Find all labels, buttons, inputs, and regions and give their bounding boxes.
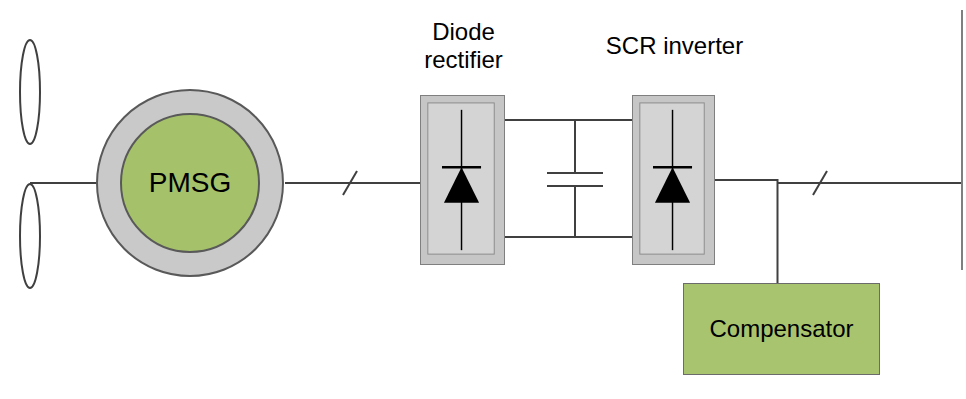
- connector-wire: [285, 182, 420, 184]
- generator-circle: PMSG: [95, 88, 285, 278]
- node-label: Compensator: [709, 315, 853, 343]
- connector-wire: [715, 180, 778, 283]
- switch-symbol: [421, 96, 504, 264]
- compensator-box: Compensator: [683, 283, 880, 375]
- grid-line: [778, 182, 963, 184]
- device-triangle: [655, 167, 690, 203]
- connector-wire: [505, 119, 632, 121]
- converter-label: SCR inverter: [565, 32, 785, 60]
- converter-label: Diode rectifier: [404, 18, 524, 74]
- converter-box: Diode rectifier: [420, 95, 505, 265]
- switch-symbol: [633, 96, 714, 264]
- node-label: PMSG: [149, 167, 231, 199]
- inner-panel: [428, 103, 494, 254]
- grid-bus: [961, 10, 963, 270]
- device-triangle: [444, 167, 479, 203]
- rotor-circle: [121, 114, 259, 252]
- three-phase-mark: [813, 171, 827, 195]
- turbine-shaft: [30, 182, 97, 184]
- dc-rail: [505, 236, 632, 238]
- inner-panel: [640, 103, 704, 254]
- capacitor-lead: [574, 120, 576, 173]
- turbine-blade: [20, 40, 40, 144]
- converter-box: SCR inverter: [632, 95, 715, 265]
- capacitor-plate: [547, 172, 603, 174]
- stator-ring: [97, 90, 283, 276]
- capacitor-lead: [574, 186, 576, 237]
- turbine-blade: [20, 184, 40, 288]
